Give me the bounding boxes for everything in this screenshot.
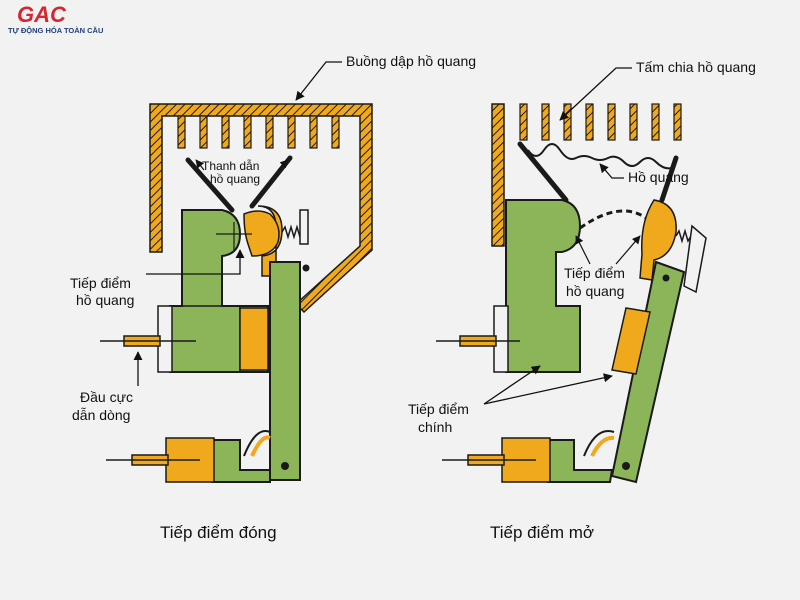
label-arc-chamber: Buồng dập hồ quang (346, 53, 476, 69)
arc-chamber-wall-open (491, 103, 505, 247)
arc-splitter-plates-open (519, 103, 682, 141)
arc-splitter-plates (177, 115, 340, 149)
label-arc-splitter: Tấm chia hồ quang (636, 59, 756, 75)
lower-base (211, 439, 271, 483)
arc-runners-open (517, 141, 679, 203)
logo-tagline: TỰ ĐỘNG HÓA TOÀN CẦU (8, 25, 103, 35)
moving-arm-open (610, 260, 686, 484)
caption-closed: Tiếp điểm đóng (160, 523, 277, 542)
arc-dashed (579, 209, 647, 230)
main-fixed-contact (239, 307, 269, 371)
label-arc-contact-open-1: Tiếp điểm (564, 265, 625, 281)
label-terminal-2: dẫn dòng (72, 407, 130, 423)
logo-mark: GAC (17, 2, 67, 27)
moving-arm (269, 261, 301, 481)
label-terminal-1: Đầu cực (80, 389, 133, 405)
label-arc-contact-1: Tiếp điểm (70, 275, 131, 291)
label-arc-runner-1: Thanh dẫn (202, 158, 259, 173)
label-arc-contact-2: hồ quang (76, 292, 134, 308)
arc-wave (527, 143, 673, 170)
main-moving-contact-open (611, 307, 651, 375)
label-arc-runner-2: hồ quang (210, 172, 260, 186)
label-main-contact-1: Tiếp điểm (408, 401, 469, 417)
caption-open: Tiếp điểm mở (490, 523, 594, 542)
open-contact-diagram: Tấm chia hồ quang Hồ quang Tiếp điểm hồ … (408, 59, 756, 542)
arc-chamber-wall (149, 103, 373, 314)
closed-contact-diagram: Buồng dập hồ quang Thanh dẫn hồ quang Ti… (70, 53, 476, 542)
label-arc-contact-open-2: hồ quang (566, 283, 624, 299)
label-main-contact-2: chính (418, 419, 452, 435)
logo-mark-text: GAC (17, 2, 67, 27)
label-arc: Hồ quang (628, 169, 689, 185)
company-logo: GAC TỰ ĐỘNG HÓA TOÀN CẦU (8, 2, 103, 35)
lower-base-open (547, 439, 614, 483)
moving-arc-contact-open (639, 199, 677, 281)
